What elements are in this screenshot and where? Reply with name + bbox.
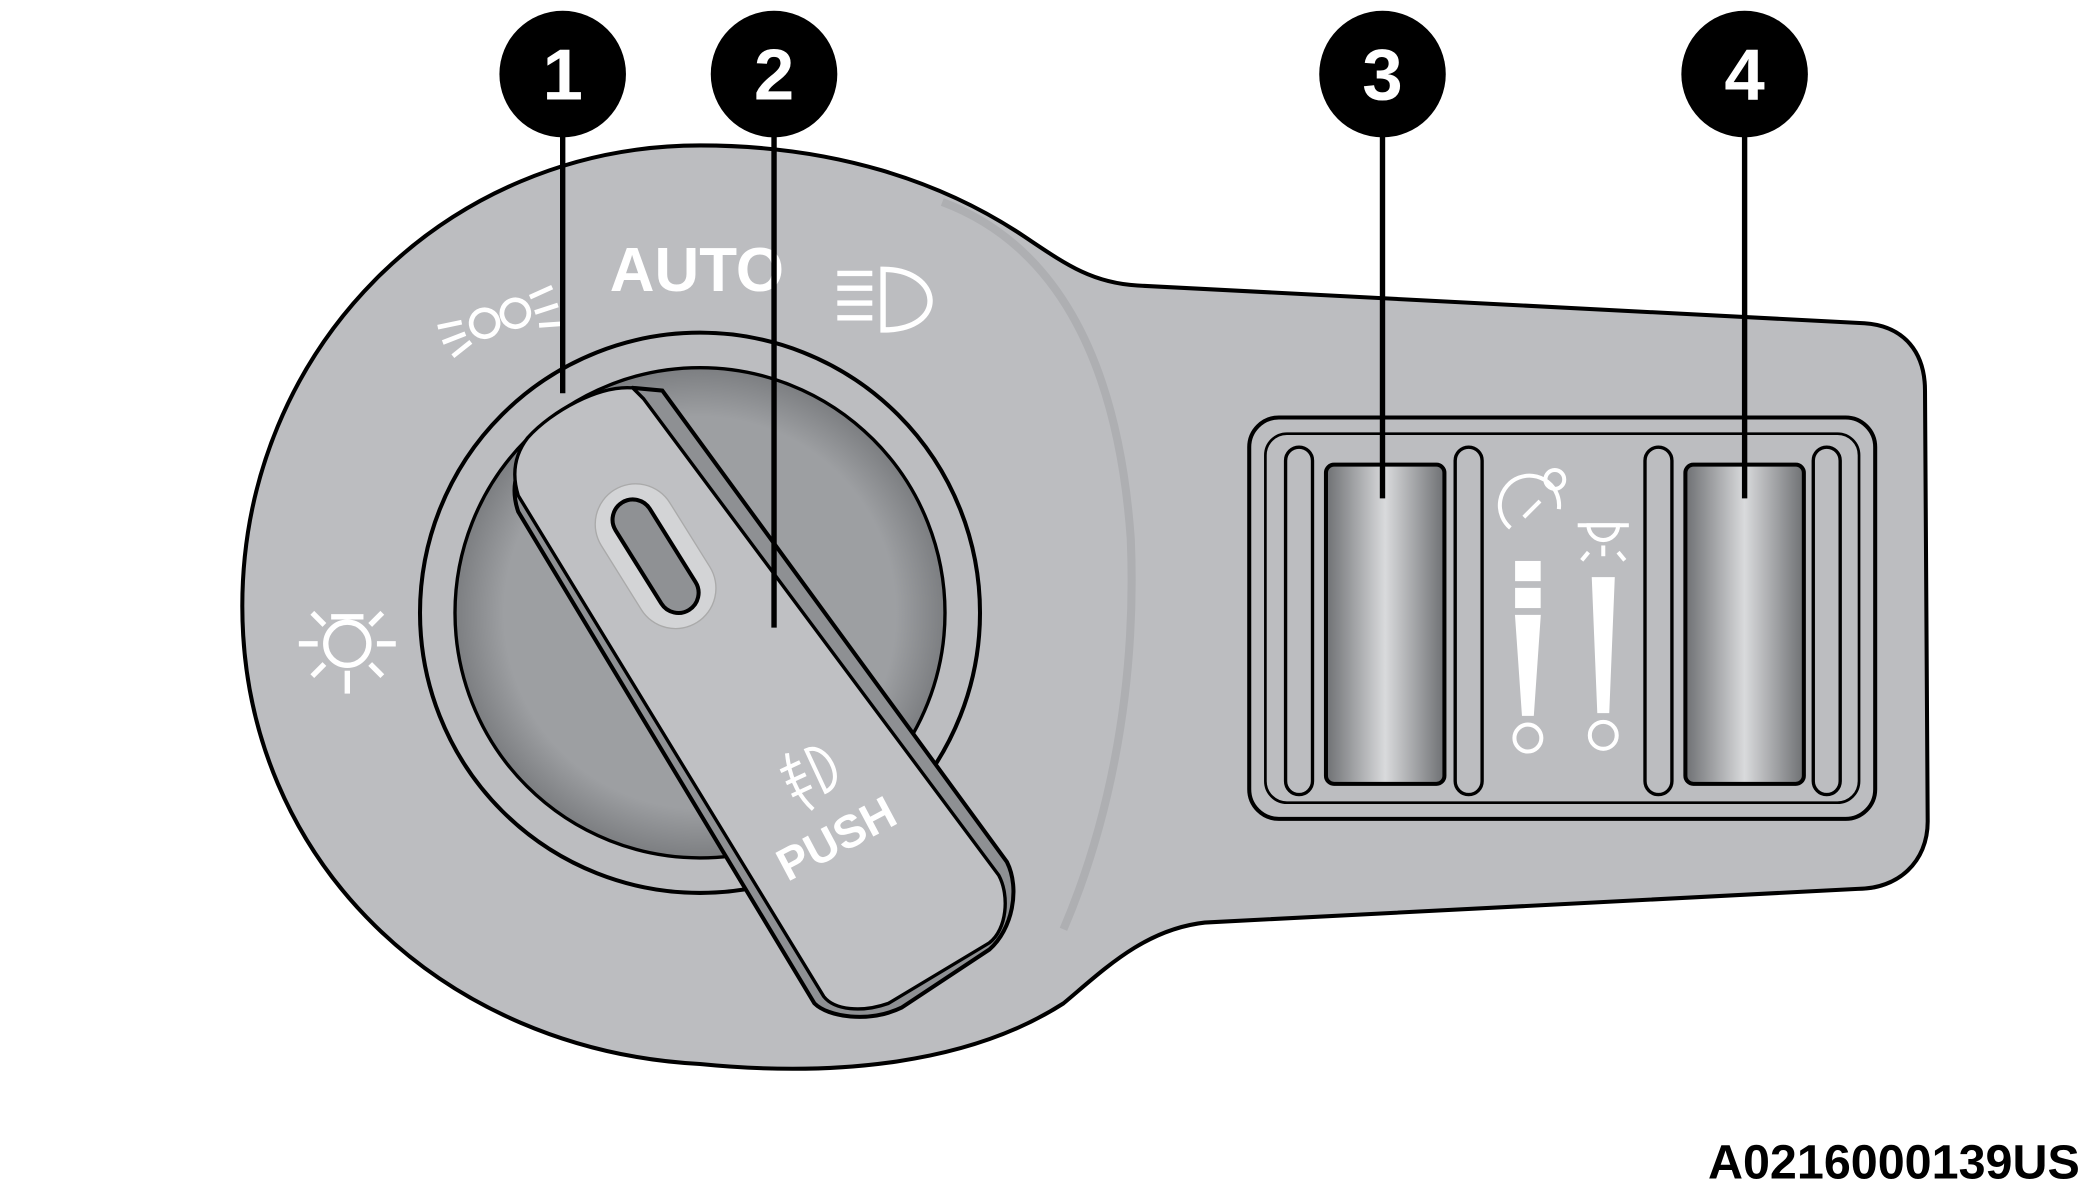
headlight-knob[interactable]: PUSH — [512, 385, 1016, 1019]
instrument-dimmer-thumbwheel[interactable] — [1323, 462, 1447, 786]
instrument-dimmer-icon — [1497, 468, 1567, 754]
low-beam-icon — [837, 266, 933, 333]
knob-indicator-slot — [594, 483, 717, 630]
auto-label: AUTO — [610, 236, 784, 305]
interior-light-thumbwheel[interactable] — [1683, 462, 1806, 786]
callout-number: 4 — [1724, 35, 1765, 116]
callout-4: 4 — [1681, 10, 1808, 499]
callout-2: 2 — [710, 10, 838, 628]
housing-contour — [940, 198, 1136, 931]
panel-slots — [1283, 445, 1842, 797]
callout-3: 3 — [1319, 10, 1446, 499]
off-light-icon — [298, 610, 396, 694]
callout-number: 3 — [1362, 35, 1402, 116]
callout-number: 2 — [754, 35, 794, 116]
parking-lamps-icon — [437, 284, 562, 359]
callout-1: 1 — [499, 10, 626, 394]
callout-number: 1 — [542, 35, 582, 116]
figure-id: A0216000139US — [1708, 1135, 2080, 1189]
fog-light-icon — [779, 746, 837, 811]
dome-light-icon — [1577, 523, 1629, 751]
